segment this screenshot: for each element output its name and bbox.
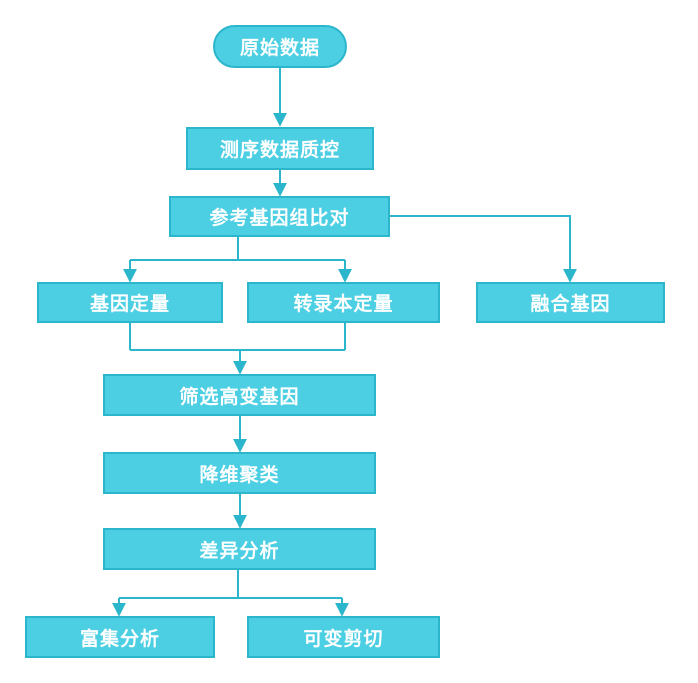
- node-ref-align-label: 参考基因组比对: [209, 207, 350, 229]
- node-diff-analysis: 差异分析: [103, 528, 376, 570]
- node-gene-quant-label: 基因定量: [89, 293, 170, 315]
- node-dim-reduce-cluster: 降维聚类: [103, 452, 376, 494]
- node-enrichment-analysis: 富集分析: [25, 616, 215, 658]
- node-seq-qc: 测序数据质控: [186, 127, 374, 170]
- node-ref-align: 参考基因组比对: [169, 196, 390, 237]
- node-raw-data-label: 原始数据: [239, 37, 320, 59]
- arrow-to-fusion-gene: [390, 215, 577, 283]
- node-dim-reduce-cluster-label: 降维聚类: [199, 463, 280, 486]
- node-diff-analysis-label: 差异分析: [199, 539, 280, 562]
- node-hvg-filter: 筛选高变基因: [103, 374, 376, 416]
- node-raw-data: 原始数据: [213, 25, 347, 68]
- node-gene-quant: 基因定量: [37, 282, 223, 323]
- node-alt-splicing: 可变剪切: [247, 616, 440, 658]
- node-fusion-gene-label: 融合基因: [530, 293, 611, 315]
- node-hvg-filter-label: 筛选高变基因: [179, 385, 300, 408]
- node-fusion-gene: 融合基因: [476, 282, 665, 323]
- node-seq-qc-label: 测序数据质控: [219, 139, 340, 161]
- node-alt-splicing-label: 可变剪切: [303, 627, 384, 650]
- node-enrichment-analysis-label: 富集分析: [79, 627, 160, 650]
- node-transcript-quant-label: 转录本定量: [293, 293, 394, 315]
- node-transcript-quant: 转录本定量: [247, 282, 440, 323]
